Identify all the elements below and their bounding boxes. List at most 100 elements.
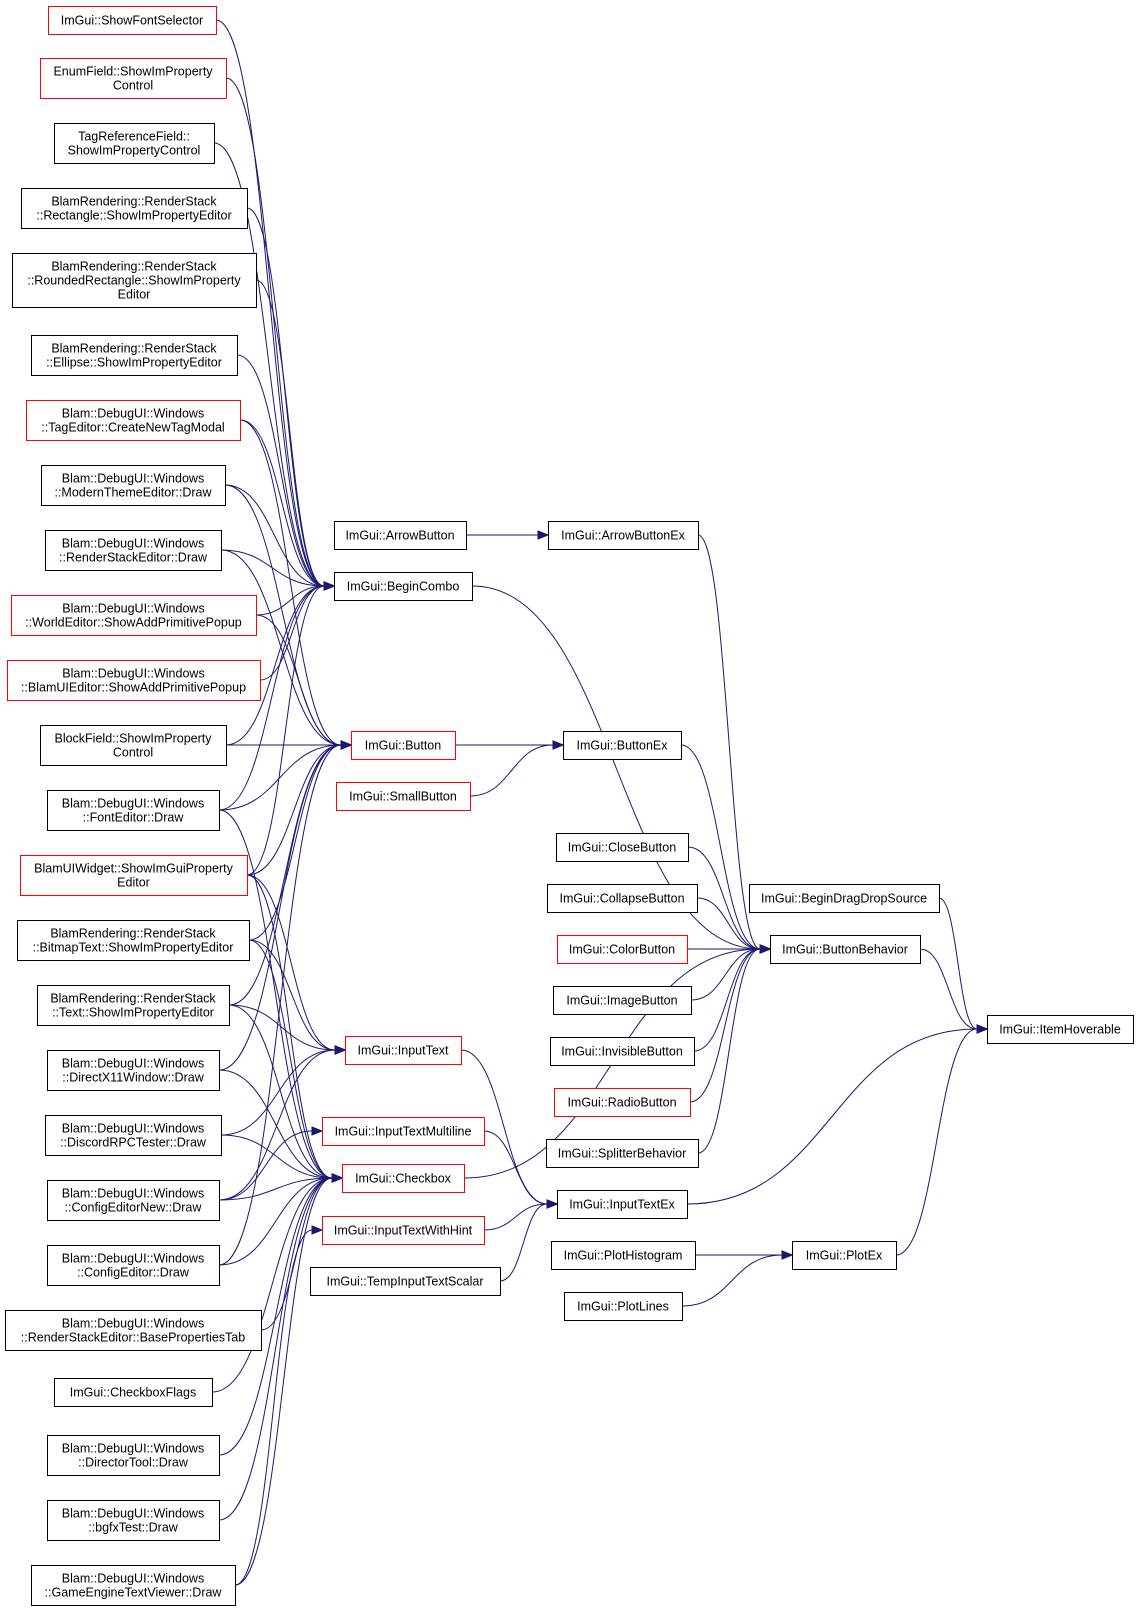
node-bgfxtest[interactable]: Blam::DebugUI::Windows::bgfxTest::Draw <box>47 1500 220 1541</box>
node-label-blockfield-line-1: Control <box>113 746 153 760</box>
node-box-blockfield <box>40 725 227 766</box>
edge-discordrpc-to-checkbox <box>220 1134 333 1179</box>
node-label-blamuieditor-line-0: Blam::DebugUI::Windows <box>62 667 204 681</box>
node-box-ellipse <box>31 335 238 376</box>
node-splitterbehavior[interactable]: ImGui::SplitterBehavior <box>546 1139 699 1168</box>
node-label-itemhoverable-line-0: ImGui::ItemHoverable <box>999 1023 1121 1037</box>
node-ellipse[interactable]: BlamRendering::RenderStack::Ellipse::Sho… <box>31 335 238 376</box>
edge-plotex-to-itemhoverable <box>895 1028 978 1256</box>
node-blamuieditor[interactable]: Blam::DebugUI::Windows::BlamUIEditor::Sh… <box>7 660 261 701</box>
node-colorbutton[interactable]: ImGui::ColorButton <box>557 935 688 964</box>
node-tageditor[interactable]: Blam::DebugUI::Windows::TagEditor::Creat… <box>26 400 241 441</box>
node-text[interactable]: BlamRendering::RenderStack::Text::ShowIm… <box>37 985 230 1026</box>
edge-invisiblebutton-to-buttonbehavior <box>693 948 761 1052</box>
node-box-splitterbehavior <box>546 1139 699 1168</box>
node-label-basepropertiestab-line-0: Blam::DebugUI::Windows <box>62 1317 204 1331</box>
node-configeditornew[interactable]: Blam::DebugUI::Windows::ConfigEditorNew:… <box>47 1180 220 1221</box>
node-enumfield[interactable]: EnumField::ShowImPropertyControl <box>40 58 227 99</box>
node-imagebutton[interactable]: ImGui::ImageButton <box>553 986 692 1015</box>
node-begincombo[interactable]: ImGui::BeginCombo <box>334 572 473 601</box>
node-inputtextwithhint[interactable]: ImGui::InputTextWithHint <box>322 1216 485 1245</box>
node-box-radiobutton <box>554 1088 691 1117</box>
edge-tageditor-to-button <box>239 419 342 746</box>
node-smallbutton[interactable]: ImGui::SmallButton <box>336 782 471 811</box>
node-gameenginetext[interactable]: Blam::DebugUI::Windows::GameEngineTextVi… <box>31 1565 236 1606</box>
node-plotlines[interactable]: ImGui::PlotLines <box>564 1292 683 1321</box>
node-box-roundedrect <box>12 253 257 308</box>
node-directortool[interactable]: Blam::DebugUI::Windows::DirectorTool::Dr… <box>47 1435 220 1476</box>
edge-ellipse-to-begincombo <box>236 354 325 587</box>
node-box-blamuiwidget <box>20 855 248 896</box>
node-basepropertiestab[interactable]: Blam::DebugUI::Windows::RenderStackEdito… <box>5 1310 262 1351</box>
node-tagreference[interactable]: TagReferenceField::ShowImPropertyControl <box>54 123 215 164</box>
edge-radiobutton-to-buttonbehavior <box>689 948 761 1103</box>
node-label-blamuiwidget-line-1: Editor <box>117 876 150 890</box>
node-invisiblebutton[interactable]: ImGui::InvisibleButton <box>550 1037 695 1066</box>
node-arrowbutton[interactable]: ImGui::ArrowButton <box>334 521 467 550</box>
node-label-inputtextmultiline-line-0: ImGui::InputTextMultiline <box>335 1125 472 1139</box>
edge-blamuiwidget-to-inputtext <box>246 874 336 1051</box>
node-tempinputtextscalar[interactable]: ImGui::TempInputTextScalar <box>310 1267 501 1296</box>
edge-begindragdropsource-to-itemhoverable <box>938 897 978 1030</box>
node-plotex[interactable]: ImGui::PlotEx <box>792 1241 897 1270</box>
node-directx11[interactable]: Blam::DebugUI::Windows::DirectX11Window:… <box>47 1050 220 1091</box>
node-checkbox[interactable]: ImGui::Checkbox <box>342 1164 465 1193</box>
node-box-begindragdropsource <box>749 884 940 913</box>
node-label-tagreference-line-1: ShowImPropertyControl <box>68 144 201 158</box>
edge-directx11-to-checkbox <box>218 1069 333 1179</box>
node-inputtext[interactable]: ImGui::InputText <box>345 1036 462 1065</box>
node-label-tempinputtextscalar-line-0: ImGui::TempInputTextScalar <box>326 1275 483 1289</box>
node-checkboxflags[interactable]: ImGui::CheckboxFlags <box>54 1378 213 1407</box>
node-itemhoverable[interactable]: ImGui::ItemHoverable <box>987 1015 1134 1044</box>
node-bitmaptext[interactable]: BlamRendering::RenderStack::BitmapText::… <box>17 920 250 961</box>
node-discordrpc[interactable]: Blam::DebugUI::Windows::DiscordRPCTester… <box>45 1115 222 1156</box>
node-label-bgfxtest-line-1: ::bgfxTest::Draw <box>88 1521 179 1535</box>
node-label-roundedrect-line-2: Editor <box>118 288 151 302</box>
node-box-renderstackeditor <box>45 530 222 571</box>
node-buttonex[interactable]: ImGui::ButtonEx <box>563 731 682 760</box>
edge-gameenginetext-to-checkbox <box>234 1177 333 1586</box>
edge-configeditornew-to-inputtextmultiline <box>218 1130 313 1201</box>
node-blockfield[interactable]: BlockField::ShowImPropertyControl <box>40 725 227 766</box>
node-moderntheme[interactable]: Blam::DebugUI::Windows::ModernThemeEdito… <box>41 465 226 506</box>
node-fonteditor[interactable]: Blam::DebugUI::Windows::FontEditor::Draw <box>47 790 220 831</box>
node-buttonbehavior[interactable]: ImGui::ButtonBehavior <box>770 935 921 964</box>
node-begindragdropsource[interactable]: ImGui::BeginDragDropSource <box>749 884 940 913</box>
node-label-fonteditor-line-1: ::FontEditor::Draw <box>83 811 185 825</box>
node-box-plotex <box>792 1241 897 1270</box>
node-label-discordrpc-line-1: ::DiscordRPCTester::Draw <box>60 1136 207 1150</box>
node-arrowbuttonex[interactable]: ImGui::ArrowButtonEx <box>548 521 699 550</box>
node-radiobutton[interactable]: ImGui::RadioButton <box>554 1088 691 1117</box>
edge-buttonex-to-buttonbehavior <box>680 744 761 950</box>
node-label-moderntheme-line-1: ::ModernThemeEditor::Draw <box>54 486 212 500</box>
edge-showfontselector-to-begincombo <box>215 19 325 587</box>
node-button[interactable]: ImGui::Button <box>351 731 456 760</box>
node-box-buttonex <box>563 731 682 760</box>
node-showfontselector[interactable]: ImGui::ShowFontSelector <box>48 6 217 35</box>
node-label-configeditor-line-1: ::ConfigEditor::Draw <box>77 1266 190 1280</box>
node-worldeditor[interactable]: Blam::DebugUI::Windows::WorldEditor::Sho… <box>11 595 257 636</box>
node-inputtextex[interactable]: ImGui::InputTextEx <box>557 1190 688 1219</box>
edge-directortool-to-checkbox <box>218 1177 333 1456</box>
arrowhead-gameenginetext-to-checkbox <box>331 1173 344 1183</box>
arrowhead-blamuiwidget-to-begincombo <box>323 581 336 591</box>
node-inputtextmultiline[interactable]: ImGui::InputTextMultiline <box>322 1117 485 1146</box>
edge-bitmaptext-to-checkbox <box>248 939 333 1179</box>
node-box-colorbutton <box>557 935 688 964</box>
node-roundedrect[interactable]: BlamRendering::RenderStack::RoundedRecta… <box>12 253 257 308</box>
node-collapsebutton[interactable]: ImGui::CollapseButton <box>547 884 698 913</box>
node-configeditor[interactable]: Blam::DebugUI::Windows::ConfigEditor::Dr… <box>47 1245 220 1286</box>
node-label-gameenginetext-line-0: Blam::DebugUI::Windows <box>62 1572 204 1586</box>
node-plothistogram[interactable]: ImGui::PlotHistogram <box>551 1241 696 1270</box>
node-renderstackeditor[interactable]: Blam::DebugUI::Windows::RenderStackEdito… <box>45 530 222 571</box>
edge-plotlines-to-plotex <box>681 1254 783 1307</box>
edge-tageditor-to-begincombo <box>239 419 325 587</box>
node-closebutton[interactable]: ImGui::CloseButton <box>556 833 689 862</box>
arrowhead-gameenginetext-to-inputtextwithhint <box>311 1225 324 1235</box>
node-rectangle[interactable]: BlamRendering::RenderStack::Rectangle::S… <box>21 188 248 229</box>
edge-buttonbehavior-to-itemhoverable <box>919 948 978 1030</box>
node-label-ellipse-line-0: BlamRendering::RenderStack <box>51 342 217 356</box>
node-box-inputtextwithhint <box>322 1216 485 1245</box>
arrowhead-configeditor-to-button <box>340 740 353 750</box>
